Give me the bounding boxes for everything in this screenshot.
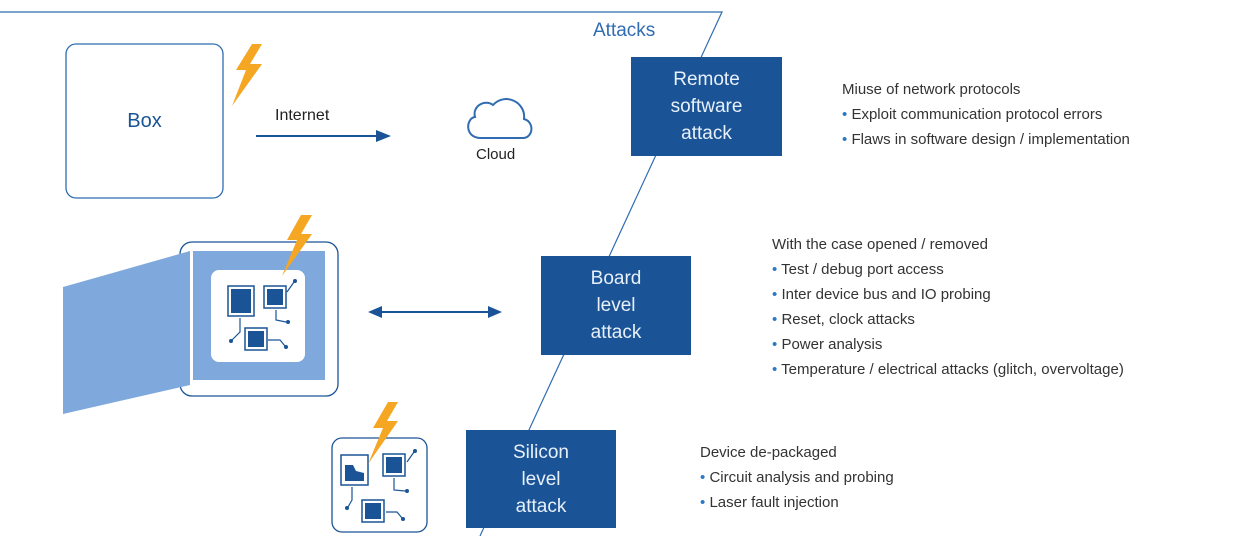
bullet-icon: •: [842, 131, 848, 148]
list-item: • Inter device bus and IO probing: [772, 286, 991, 303]
list-item: • Exploit communication protocol errors: [842, 106, 1103, 123]
list-item: • Circuit analysis and probing: [700, 469, 894, 486]
list-item: • Reset, clock attacks: [772, 311, 915, 328]
list-item: • Temperature / electrical attacks (glit…: [772, 361, 1124, 378]
remote-attack-description: Miuse of network protocols • Exploit com…: [842, 77, 1130, 152]
bullet-icon: •: [772, 286, 778, 303]
attack-frame-line: [0, 11, 723, 536]
remote-heading: Miuse of network protocols: [842, 81, 1021, 98]
attacks-label: Attacks: [593, 20, 656, 41]
box-device: [65, 43, 224, 199]
lightning-icon: [368, 402, 398, 464]
internet-label: Internet: [275, 107, 330, 124]
board-attack-description: With the case opened / removed • Test / …: [772, 232, 1124, 382]
arrow-right-icon: [256, 130, 391, 142]
board-level-attack-box: Board level attack: [541, 256, 691, 355]
lightning-icon: [282, 215, 312, 276]
bullet-icon: •: [842, 106, 848, 123]
bullet-icon: •: [772, 311, 778, 328]
double-arrow-icon: [368, 306, 502, 318]
lightning-icon: [232, 44, 262, 106]
board-heading: With the case opened / removed: [772, 236, 988, 253]
chip-icon: [331, 437, 428, 533]
cloud-icon: [467, 98, 533, 139]
bullet-icon: •: [700, 494, 706, 511]
bullet-icon: •: [700, 469, 706, 486]
list-item: • Flaws in software design / implementat…: [842, 131, 1130, 148]
silicon-level-attack-box: Silicon level attack: [466, 430, 616, 528]
list-item: • Test / debug port access: [772, 261, 944, 278]
cloud-label: Cloud: [476, 146, 516, 163]
silicon-heading: Device de-packaged: [700, 444, 837, 461]
bullet-icon: •: [772, 336, 778, 353]
remote-software-attack-box: Remote software attack: [631, 57, 782, 156]
list-item: • Power analysis: [772, 336, 883, 353]
bullet-icon: •: [772, 361, 778, 378]
bullet-icon: •: [772, 261, 778, 278]
box-label: Box: [127, 110, 162, 132]
circuit-board-icon: [63, 241, 339, 414]
silicon-attack-description: Device de-packaged • Circuit analysis an…: [700, 440, 894, 515]
list-item: • Laser fault injection: [700, 494, 839, 511]
